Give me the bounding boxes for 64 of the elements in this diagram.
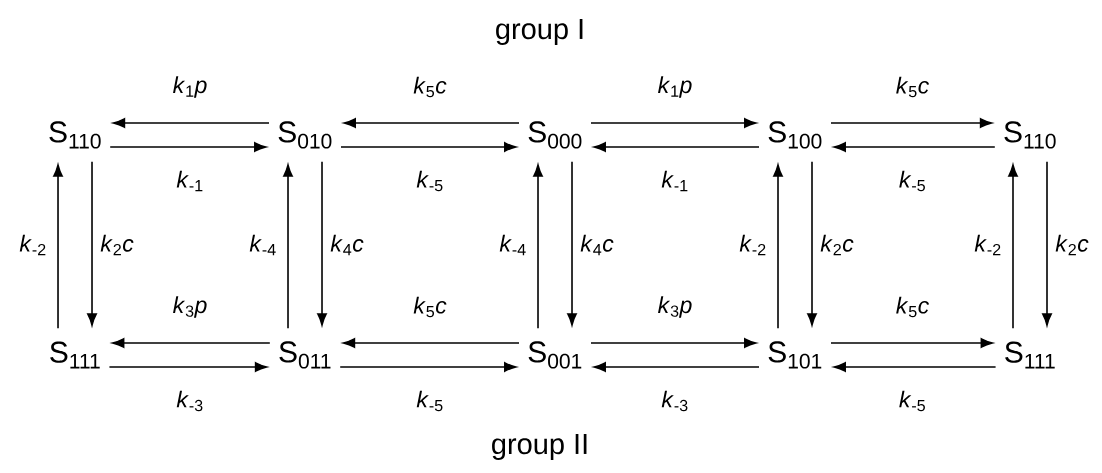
rate-label: k$_{5}$c <box>896 76 929 98</box>
arrow <box>533 164 543 329</box>
rate-label: k$_{2}$c <box>820 234 854 256</box>
rate-label: k$_{2}$c <box>100 234 134 256</box>
arrow <box>833 142 996 152</box>
rate-label: k$_{5}$c <box>413 76 447 98</box>
arrow <box>833 362 997 372</box>
rate-label: k$_{-1}$ <box>176 170 203 192</box>
rate-label: k$_{3}$p <box>173 296 207 318</box>
rate-label: k$_{-3}$ <box>661 390 688 412</box>
rate-label: k$_{-5}$ <box>899 390 925 412</box>
arrow <box>317 161 327 326</box>
arrow <box>112 338 271 348</box>
arrow <box>342 338 520 348</box>
rate-label: k$_{5}$c <box>896 296 929 318</box>
state-label: S$_{111}$ <box>50 341 100 369</box>
rate-label: k$_{3}$p <box>658 296 692 318</box>
state-label: S$_{101}$ <box>768 341 822 369</box>
rate-label: k$_{-5}$ <box>416 170 443 192</box>
arrow <box>567 161 577 326</box>
arrow <box>593 362 760 372</box>
rate-label: k$_{-5}$ <box>416 390 443 412</box>
arrow <box>590 118 757 128</box>
arrow <box>1042 161 1052 326</box>
arrow <box>807 161 817 326</box>
rate-label: k$_{2}$c <box>1055 234 1089 256</box>
rate-label: k$_{-1}$ <box>661 170 688 192</box>
arrow <box>830 338 993 348</box>
arrow <box>1008 164 1018 330</box>
arrow <box>343 118 520 128</box>
arrow <box>109 142 267 152</box>
arrow <box>339 362 517 372</box>
rate-label: k$_{-4}$ <box>249 234 276 256</box>
rate-label: k$_{-5}$ <box>899 170 925 192</box>
arrow <box>112 118 270 128</box>
state-label: S$_{001}$ <box>528 341 582 369</box>
rate-label: k$_{5}$c <box>413 296 447 318</box>
state-label: S$_{000}$ <box>528 121 582 149</box>
rate-label: k$_{4}$c <box>330 234 364 256</box>
rate-label: k$_{4}$c <box>580 234 614 256</box>
state-label: S$_{100}$ <box>768 121 822 149</box>
arrow <box>53 164 63 330</box>
arrow <box>340 142 517 152</box>
arrow <box>283 164 293 329</box>
state-label: S$_{010}$ <box>278 121 332 149</box>
state-label: S$_{011}$ <box>279 341 331 369</box>
state-label: S$_{110}$ <box>1004 121 1056 149</box>
group-label: group I <box>496 19 583 45</box>
arrow <box>773 164 783 329</box>
arrow <box>590 338 757 348</box>
group-label: group II <box>492 434 587 460</box>
rate-label: k$_{-4}$ <box>499 234 526 256</box>
rate-label: k$_{-3}$ <box>176 390 203 412</box>
rate-label: k$_{-2}$ <box>19 234 46 256</box>
rate-label: k$_{-2}$ <box>974 234 1001 256</box>
rate-label: k$_{-2}$ <box>739 234 766 256</box>
arrow <box>87 161 97 326</box>
state-label: S$_{110}$ <box>49 121 101 149</box>
arrow <box>108 362 268 372</box>
arrow <box>830 118 993 128</box>
rate-label: k$_{1}$p <box>173 76 207 98</box>
arrow <box>593 142 760 152</box>
state-label: S$_{111}$ <box>1005 341 1055 369</box>
rate-label: k$_{1}$p <box>658 76 692 98</box>
